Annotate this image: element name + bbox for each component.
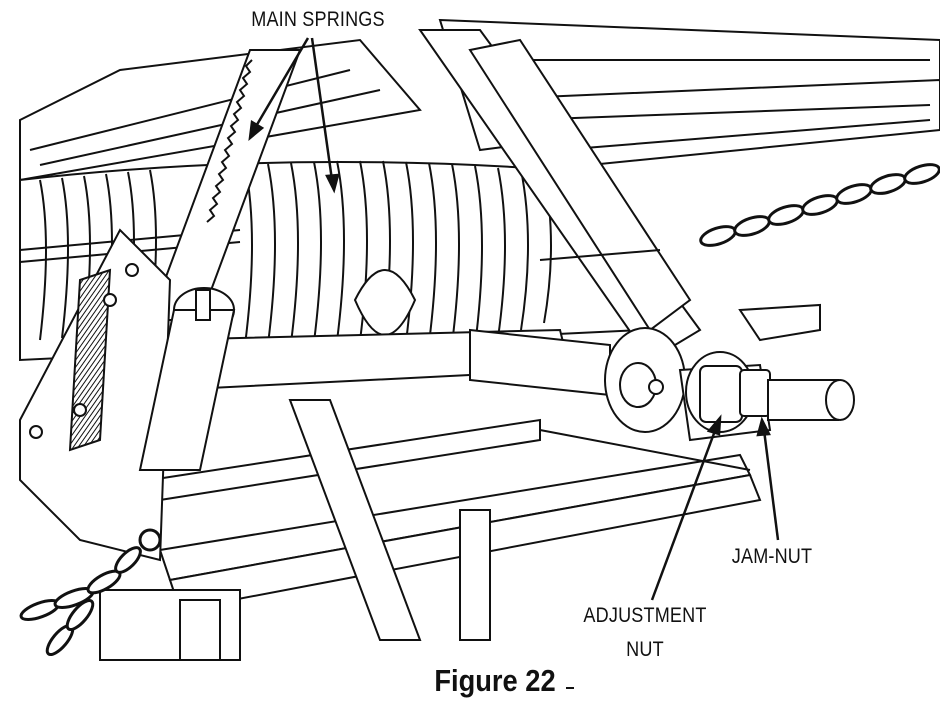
shaft-assembly (158, 303, 855, 442)
jam-nut-label: JAM-NUT (731, 545, 813, 568)
right-arm (418, 29, 702, 362)
left-bracket (19, 228, 236, 562)
adjustment-nut-label-line2: NUT (626, 638, 664, 661)
lower-chain (19, 528, 162, 657)
main-springs-label: MAIN SPRINGS (251, 8, 385, 31)
adjustment-nut-label-line1: ADJUSTMENT (583, 604, 707, 627)
lower-frame (99, 399, 762, 661)
caption-dash-mark (566, 687, 574, 689)
figure-caption: Figure 22 (434, 663, 556, 698)
chain (699, 163, 940, 247)
leader-lines (248, 37, 780, 601)
